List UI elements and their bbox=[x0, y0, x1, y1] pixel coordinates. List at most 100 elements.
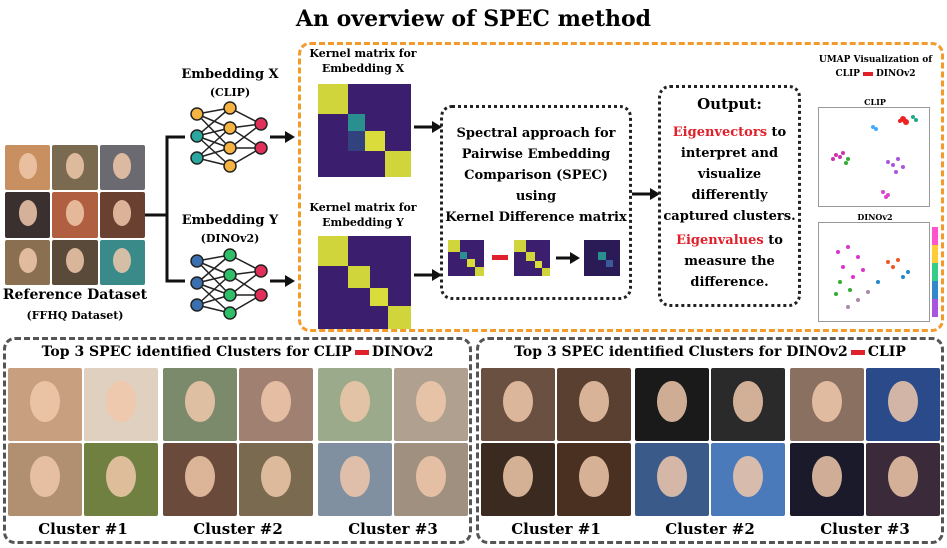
umap-title-1: UMAP Visualization of bbox=[818, 55, 933, 65]
dino-minus-clip-title: Top 3 SPEC identified Clusters for DINOv… bbox=[476, 344, 944, 360]
cluster-2-label: Cluster #2 bbox=[665, 520, 755, 538]
cluster-2-images bbox=[163, 368, 313, 516]
output-heading: Output: bbox=[697, 95, 762, 113]
cluster-title-text: Top 3 SPEC identified Clusters for CLIP bbox=[41, 344, 352, 360]
reference-dataset-grid bbox=[5, 145, 145, 285]
face-image bbox=[557, 368, 631, 441]
face-image bbox=[239, 443, 313, 516]
face-image bbox=[52, 239, 98, 285]
face-image bbox=[711, 368, 785, 441]
face-image bbox=[163, 443, 237, 516]
spec-line-5: Kernel Difference matrix bbox=[445, 210, 627, 225]
face-image bbox=[8, 368, 82, 441]
face-image bbox=[790, 368, 864, 441]
face-image bbox=[8, 443, 82, 516]
kernel-matrix-x bbox=[318, 84, 411, 177]
cluster-1-images bbox=[481, 368, 631, 516]
umap-dino-label: DINOv2 bbox=[857, 212, 893, 222]
cluster-3-images bbox=[318, 368, 468, 516]
eigenvalues-term: Eigenvalues bbox=[676, 233, 764, 248]
cluster-title-text: CLIP bbox=[867, 344, 906, 360]
face-image bbox=[866, 368, 940, 441]
minus-icon bbox=[354, 349, 369, 355]
page-title: An overview of SPEC method bbox=[295, 6, 652, 32]
kernel-difference-icon bbox=[448, 240, 620, 276]
minus-icon bbox=[862, 71, 873, 76]
dataset-label: Reference Dataset bbox=[2, 287, 148, 303]
output-text: differently bbox=[691, 188, 768, 203]
umap-clip-label: CLIP bbox=[864, 97, 886, 107]
face-image bbox=[866, 443, 940, 516]
face-image bbox=[790, 443, 864, 516]
neural-network-x-icon bbox=[190, 101, 268, 173]
dino-minus-clip-clusters bbox=[476, 337, 944, 544]
face-image bbox=[99, 145, 145, 191]
face-image bbox=[52, 192, 98, 238]
output-eigval-line: Eigenvalues to bbox=[658, 232, 801, 249]
face-image bbox=[99, 192, 145, 238]
spec-line-2: Pairwise Embedding bbox=[461, 147, 611, 162]
cluster-3-label: Cluster #3 bbox=[820, 520, 910, 538]
cluster-3-images bbox=[790, 368, 940, 516]
output-box bbox=[658, 85, 801, 307]
kernel-y-label-2: Embedding Y bbox=[322, 216, 404, 229]
umap-title-dino: DINOv2 bbox=[875, 69, 916, 79]
spec-line-4: using bbox=[515, 189, 557, 204]
output-text: captured clusters. bbox=[663, 209, 796, 224]
face-image bbox=[52, 145, 98, 191]
face-image bbox=[163, 368, 237, 441]
face-image bbox=[5, 239, 51, 285]
output-text: difference. bbox=[690, 275, 769, 290]
face-image bbox=[5, 145, 51, 191]
umap-title-2: CLIP DINOv2 bbox=[808, 69, 943, 79]
kernel-x-label-1: Kernel matrix for bbox=[309, 47, 417, 60]
output-text: to bbox=[767, 125, 787, 140]
face-image bbox=[84, 368, 158, 441]
face-image bbox=[635, 368, 709, 441]
cluster-1-images bbox=[8, 368, 158, 516]
face-image bbox=[239, 368, 313, 441]
eigenvectors-term: Eigenvectors bbox=[672, 125, 768, 140]
cluster-title-text: DINOv2 bbox=[371, 344, 434, 360]
umap-dino-plot bbox=[818, 222, 938, 322]
cluster-1-label: Cluster #1 bbox=[511, 520, 601, 538]
face-image bbox=[711, 443, 785, 516]
embedding-y-label: Embedding Y bbox=[181, 213, 279, 228]
dataset-sublabel: (FFHQ Dataset) bbox=[26, 309, 124, 322]
embedding-x-sublabel: (CLIP) bbox=[209, 86, 251, 99]
output-eigvec-line: Eigenvectors to bbox=[658, 124, 801, 141]
kernel-y-label-1: Kernel matrix for bbox=[309, 201, 417, 214]
spec-box bbox=[440, 105, 632, 300]
face-image bbox=[394, 443, 468, 516]
output-text: interpret and bbox=[680, 146, 779, 161]
cluster-1-label: Cluster #1 bbox=[38, 520, 128, 538]
output-text: measure the bbox=[684, 254, 775, 269]
face-image bbox=[99, 239, 145, 285]
face-image bbox=[481, 368, 555, 441]
spec-line-3: Comparison (SPEC) bbox=[464, 168, 608, 183]
embedding-x-label: Embedding X bbox=[181, 67, 279, 82]
spec-to-output-arrow bbox=[632, 188, 660, 200]
face-image bbox=[318, 443, 392, 516]
umap-title-clip: CLIP bbox=[835, 69, 860, 79]
output-text: to bbox=[763, 233, 783, 248]
cluster-3-label: Cluster #3 bbox=[348, 520, 438, 538]
face-image bbox=[5, 192, 51, 238]
cluster-2-images bbox=[635, 368, 785, 516]
cluster-2-label: Cluster #2 bbox=[193, 520, 283, 538]
minus-icon bbox=[850, 349, 865, 355]
kernel-x-label-2: Embedding X bbox=[321, 62, 405, 75]
embedding-y-sublabel: (DINOv2) bbox=[200, 232, 260, 245]
face-image bbox=[635, 443, 709, 516]
clip-minus-dino-title: Top 3 SPEC identified Clusters for CLIP D… bbox=[3, 344, 472, 360]
face-image bbox=[394, 368, 468, 441]
branch-connectors bbox=[145, 131, 295, 287]
umap-clip-plot bbox=[818, 107, 930, 207]
output-text: visualize bbox=[697, 167, 762, 182]
kernel-matrix-y bbox=[318, 236, 411, 329]
face-image bbox=[318, 368, 392, 441]
spec-line-1: Spectral approach for bbox=[456, 126, 616, 141]
clip-minus-dino-clusters bbox=[3, 337, 472, 544]
face-image bbox=[84, 443, 158, 516]
face-image bbox=[557, 443, 631, 516]
